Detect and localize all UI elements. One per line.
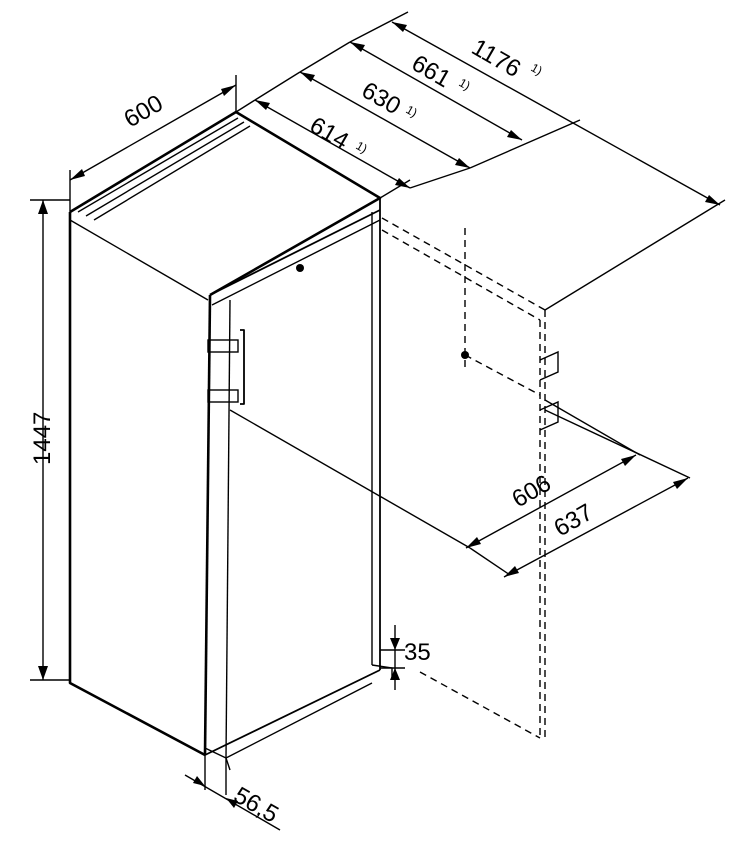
refrigerator-body	[68, 110, 393, 771]
depth-661-footnote: 1)	[457, 75, 473, 92]
door-thickness-label: 56,5	[229, 782, 283, 829]
depth-1176-label: 1176	[467, 34, 525, 83]
door-606-label: 606	[508, 470, 556, 513]
dimension-door-thickness: 56,5	[184, 755, 283, 831]
depth-614-footnote: 1)	[354, 138, 370, 155]
hinge-35-label: 35	[404, 639, 431, 666]
depth-661-label: 661	[407, 50, 455, 93]
dimension-height: 1447	[29, 199, 70, 681]
open-door-outline	[381, 217, 559, 739]
door-637-label: 637	[550, 499, 598, 542]
width-label: 600	[120, 90, 168, 133]
depth-1176-footnote: 1)	[529, 60, 545, 77]
dimension-door-open-637: 637	[469, 409, 691, 578]
height-label: 1447	[29, 412, 56, 465]
depth-614-label: 614	[305, 112, 353, 155]
depth-630-label: 630	[357, 77, 405, 120]
dimension-depth-1176: 1176 1)	[349, 11, 726, 311]
dimension-hinge-35: 35	[380, 625, 431, 690]
dimension-width: 600	[69, 75, 237, 212]
depth-630-footnote: 1)	[404, 102, 420, 119]
